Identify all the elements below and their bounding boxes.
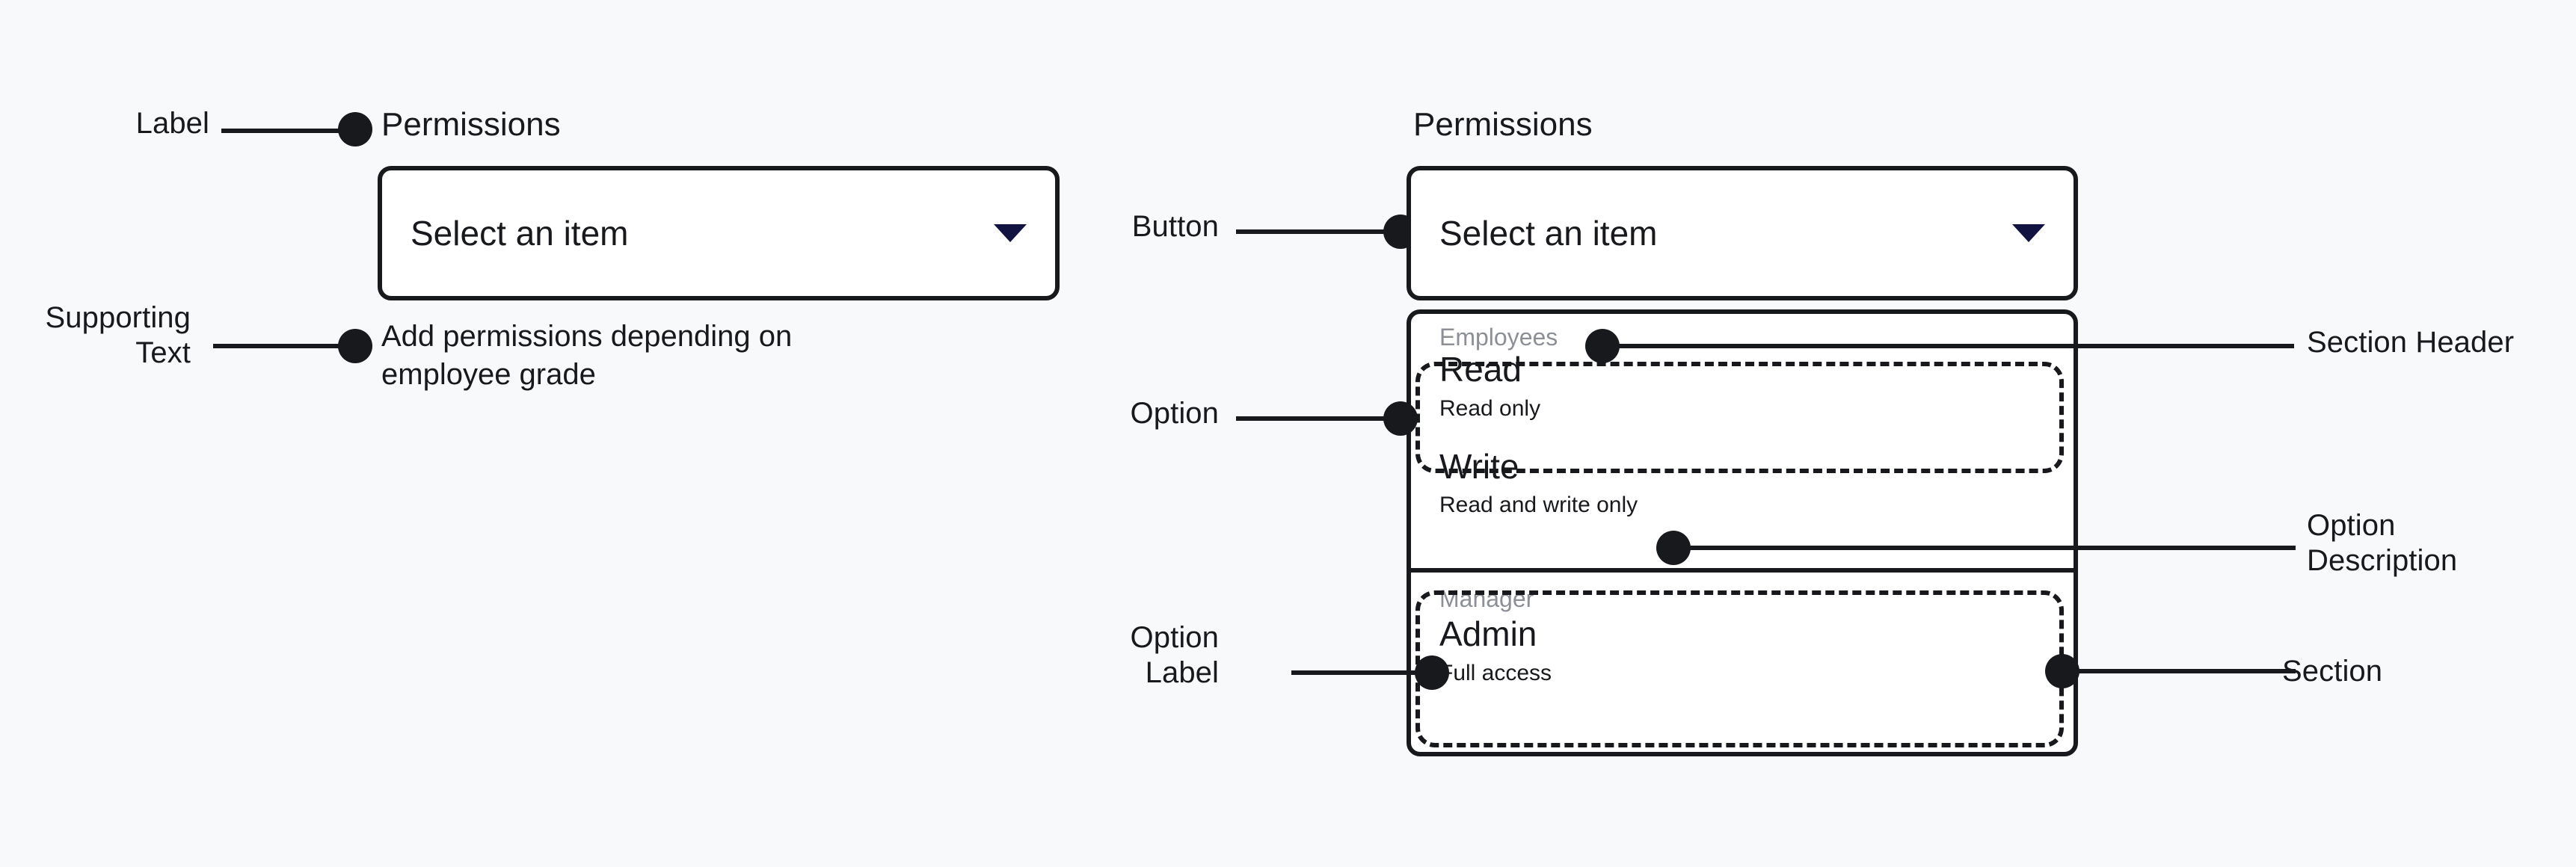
annotation-label-option: Option	[1130, 397, 1219, 430]
leader-dot-section-header	[1585, 329, 1620, 363]
option-label-read: Read	[1439, 350, 1522, 389]
left-select-button[interactable]: Select an item	[378, 166, 1060, 300]
leader-line-option	[1236, 416, 1399, 421]
menu-section-manager: Manager Admin Full access	[1411, 568, 2074, 752]
leader-line-label	[221, 129, 356, 133]
menu-option-admin[interactable]: Admin Full access	[1411, 612, 2074, 700]
leader-dot-supporting-text	[338, 329, 372, 363]
leader-dot-option	[1383, 401, 1418, 436]
option-description-read: Read only	[1439, 395, 1541, 421]
leader-dot-section	[2045, 654, 2079, 688]
right-select-value: Select an item	[1439, 214, 1658, 253]
left-field-label: Permissions	[381, 106, 561, 143]
annotation-label-button: Button	[1131, 210, 1219, 243]
leader-line-supporting-text	[213, 344, 355, 348]
annotation-label-supporting-text: Supporting Text	[45, 301, 191, 369]
leader-line-button	[1236, 229, 1399, 234]
option-description-admin: Full access	[1439, 660, 1552, 685]
leader-dot-label	[338, 112, 372, 146]
right-select-button[interactable]: Select an item	[1407, 166, 2078, 300]
option-label-write: Write	[1439, 446, 1519, 486]
left-select-value: Select an item	[411, 214, 629, 253]
menu-section-employees: Employees Read Read only Write Read and …	[1411, 314, 2074, 568]
option-label-admin: Admin	[1439, 614, 1537, 654]
menu-option-write[interactable]: Write Read and write only	[1411, 436, 2074, 533]
annotation-label-option-description: Option Description	[2307, 509, 2458, 577]
leader-line-section-header	[1615, 344, 2294, 348]
leader-line-section	[2075, 669, 2296, 673]
menu-option-read[interactable]: Read Read only	[1411, 351, 2074, 436]
annotation-label-option-label: Option Label	[1130, 621, 1219, 689]
leader-dot-option-label	[1415, 655, 1449, 690]
section-header-manager: Manager	[1439, 585, 1534, 612]
annotation-label-section: Section	[2282, 655, 2383, 688]
leader-line-option-label	[1291, 670, 1430, 675]
option-description-write: Read and write only	[1439, 493, 1638, 518]
annotation-label-label: Label	[135, 107, 209, 140]
section-header-employees: Employees	[1439, 324, 1558, 351]
chevron-down-icon	[2012, 224, 2045, 242]
dropdown-menu-panel[interactable]: Employees Read Read only Write Read and …	[1407, 309, 2078, 756]
leader-line-option-description	[1686, 546, 2296, 550]
left-supporting-text: Add permissions depending on employee gr…	[381, 320, 793, 392]
leader-dot-option-description	[1656, 531, 1691, 565]
right-field-label: Permissions	[1413, 106, 1593, 143]
chevron-down-icon	[994, 224, 1027, 242]
annotation-label-section-header: Section Header	[2307, 326, 2515, 359]
